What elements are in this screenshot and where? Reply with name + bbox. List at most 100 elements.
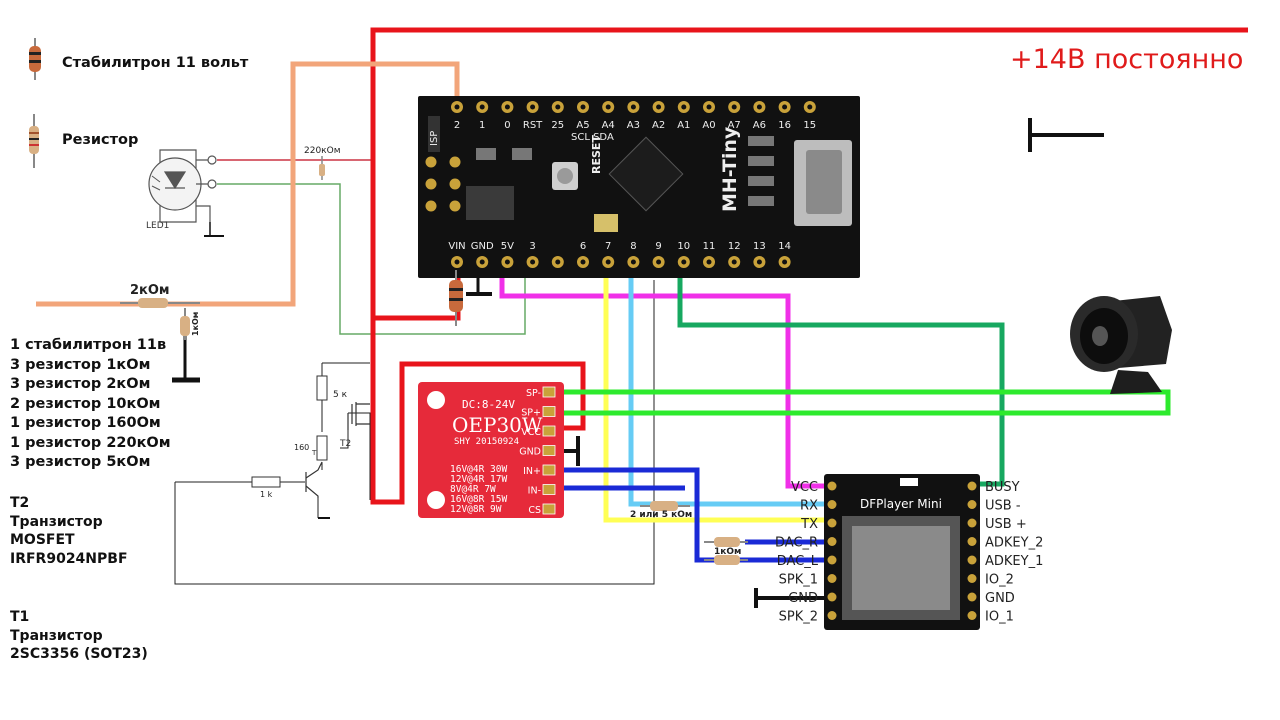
- t2-note-line: IRFR9024NPBF: [10, 550, 128, 567]
- amp-name: OEP30W: [452, 413, 543, 437]
- left-pin-headers: [425, 156, 461, 212]
- t2-note-line: MOSFET: [10, 532, 75, 548]
- schematic-wires: [174, 280, 655, 585]
- label-5k: 5 к: [333, 390, 348, 400]
- amp-model: SHY 20150924: [454, 437, 519, 447]
- supply-voltage-label: +14В постоянно: [1010, 44, 1244, 75]
- amp-spec-line: 12V@8R 9W: [450, 504, 502, 515]
- t2-note-line: T2: [10, 495, 30, 511]
- arduino-top-pin-label: 1: [479, 120, 485, 131]
- amp-pin-label: CS: [528, 505, 541, 516]
- zener-diode-icon: [449, 270, 463, 326]
- zener-legend-icon: [29, 38, 41, 80]
- parts-list: 1 стабилитрон 11в 3 резистор 1кОм 3 рези…: [10, 336, 171, 473]
- dfplayer-left-pin-label: DAC_R: [775, 536, 818, 551]
- led-label: LED1: [146, 221, 169, 231]
- arduino-bottom-pin-label: 14: [778, 241, 791, 252]
- label-2k: 2кОм: [130, 283, 170, 298]
- t1-note: T1 Транзистор 2SC3356 (SOT23): [10, 608, 148, 664]
- arduino-top-pin-label: 2: [454, 120, 460, 131]
- dfplayer-right-pin-label: GND: [985, 591, 1015, 606]
- amp-spec-line: 8V@4R 7W: [450, 484, 496, 495]
- arduino-top-pin-label: A3: [627, 120, 640, 131]
- resistor-220k-icon: [319, 156, 325, 180]
- scl-sda-label: SCL SDA: [571, 132, 614, 143]
- label-1k-vertical: 1кОм: [191, 312, 200, 336]
- dfplayer-left-pin-label: GND: [788, 591, 818, 606]
- speaker-icon: [1070, 296, 1172, 394]
- dfplayer-left-pin-label: SPK_1: [779, 573, 818, 588]
- parts-list-item: 3 резистор 2кОм: [10, 376, 151, 392]
- arduino-top-pin-label: A1: [677, 120, 690, 131]
- top-pin-headers: [451, 101, 816, 113]
- signal-wires: [499, 262, 1171, 563]
- dfplayer-right-pin-label: IO_1: [985, 610, 1014, 625]
- amp-spec-line: 16V@8R 15W: [450, 494, 507, 505]
- t2-label: T2: [339, 439, 351, 449]
- parts-list-item: 2 резистор 10кОм: [10, 395, 161, 412]
- label-220k: 220кОм: [304, 146, 341, 156]
- arduino-top-pin-label: A5: [576, 120, 589, 131]
- dfplayer-left-pin-label: VCC: [791, 480, 818, 495]
- amp-dc: DC:8-24V: [462, 398, 515, 411]
- label-2or5k: 2 или 5 кОм: [630, 510, 692, 520]
- amp-pin-label: VCC: [521, 427, 541, 438]
- resistor-1k-vertical-icon: [180, 308, 190, 340]
- label-1k-dac: 1кОм: [714, 547, 741, 557]
- amplifier-board: DC:8-24V OEP30W SHY 20150924 16V@4R 30W1…: [418, 382, 564, 518]
- bottom-pin-headers: [451, 256, 791, 268]
- arduino-bottom-pin-label: 10: [677, 241, 690, 252]
- parts-list-item: 3 резистор 5кОм: [10, 454, 151, 470]
- dfplayer-pads: [827, 481, 977, 620]
- t1-transistor-symbol: T1: [305, 449, 323, 498]
- led-circuit-wires: [217, 159, 526, 335]
- arduino-bottom-pin-label: 11: [703, 241, 716, 252]
- dfplayer-right-pin-label: USB +: [985, 517, 1027, 532]
- resistor-2k-icon: [120, 298, 200, 308]
- zener-legend-label: Стабилитрон 11 вольт: [62, 55, 249, 71]
- amp-pin-label: IN-: [528, 486, 541, 497]
- amp-pin-pad: [542, 484, 556, 495]
- resistor-value-labels: 220кОм 2кОм 1кОм 5 к 160 1 k 2 или 5 кОм…: [130, 146, 741, 557]
- amp-pin-pad: [542, 464, 556, 476]
- arduino-bottom-pin-label: 13: [753, 241, 766, 252]
- arduino-top-pin-label: A7: [728, 120, 741, 131]
- parts-list-item: 1 резистор 220кОм: [10, 434, 171, 451]
- arduino-bottom-pin-label: 8: [630, 241, 636, 252]
- dfplayer-name: DFPlayer Mini: [860, 497, 942, 511]
- t1-label: T1: [311, 449, 321, 457]
- t1-note-line: T1: [10, 609, 30, 625]
- arduino-bottom-pin-label: VIN: [448, 241, 465, 252]
- arduino-top-pin-label: A6: [753, 120, 766, 131]
- resistor-dac-l-icon: [704, 555, 748, 565]
- amp-pin-pad: [542, 445, 556, 456]
- resistor-icons: [29, 38, 748, 565]
- arduino-bottom-pin-label: 5V: [501, 241, 514, 252]
- arduino-top-pin-label: 15: [803, 120, 816, 131]
- dfplayer-right-pin-label: ADKEY_2: [985, 536, 1043, 551]
- arduino-bottom-pin-label: 7: [605, 241, 611, 252]
- amp-pin-pad: [542, 503, 556, 515]
- dfplayer-left-pin-label: RX: [800, 499, 818, 514]
- amp-spec-line: 16V@4R 30W: [450, 464, 507, 475]
- arduino-top-pin-label: A4: [602, 120, 615, 131]
- arduino-top-pin-label: A2: [652, 120, 665, 131]
- resistor-legend-label: Резистор: [62, 132, 139, 148]
- t2-note: T2 Транзистор MOSFET IRFR9024NPBF: [10, 494, 128, 568]
- dfplayer-right-pin-label: USB -: [985, 499, 1021, 514]
- amp-pin-label: SP+: [521, 408, 541, 419]
- arduino-top-pin-label: 25: [551, 120, 564, 131]
- arduino-bottom-pin-label: 6: [580, 241, 586, 252]
- arduino-bottom-pin-label: 9: [655, 241, 661, 252]
- dfplayer-right-pin-label: IO_2: [985, 573, 1014, 588]
- arduino-top-pin-label: 16: [778, 120, 791, 131]
- amp-pin-pad: [542, 406, 556, 417]
- board-name: MH-Tiny: [719, 126, 741, 212]
- amp-pin-pad: [542, 425, 556, 437]
- arduino-top-pin-label: 0: [504, 120, 510, 131]
